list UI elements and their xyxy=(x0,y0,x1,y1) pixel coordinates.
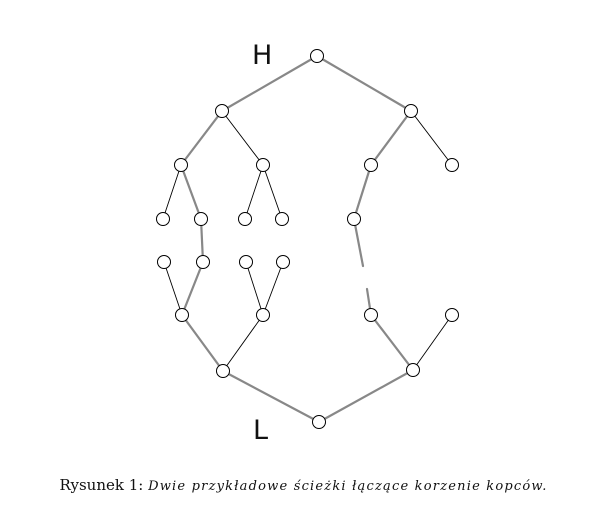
node-l-l1 xyxy=(216,364,230,378)
edge-h-l2b-l3d xyxy=(262,164,283,220)
edge-l-l2b-l3d xyxy=(262,261,284,316)
node-l-l2b xyxy=(256,308,270,322)
tree-edges xyxy=(162,54,453,424)
node-l-l3d xyxy=(276,255,290,269)
node-h-root xyxy=(310,49,324,63)
edge-l-l1-l2b xyxy=(222,314,264,372)
node-h-l1 xyxy=(215,104,229,118)
edge-h-l1-l2b xyxy=(221,110,264,166)
edge-l-r1-r2b xyxy=(412,314,453,371)
node-h-l3a xyxy=(156,212,170,226)
node-l-l2a xyxy=(175,308,189,322)
edge-h-root-left xyxy=(220,54,319,113)
edge-h-r1-r2a xyxy=(369,109,413,167)
node-l-r1 xyxy=(406,363,420,377)
label-h: H xyxy=(252,40,272,71)
edge-bridge-left xyxy=(199,217,205,264)
node-l-l3a xyxy=(157,255,171,269)
edge-l-l2a-l3a xyxy=(163,261,183,316)
node-h-r2a xyxy=(364,158,378,172)
node-l-root xyxy=(312,415,326,429)
node-h-l2b xyxy=(256,158,270,172)
figure-caption: Rysunek 1: Dwie przykładowe ścieżki łącz… xyxy=(0,476,607,494)
node-h-r3 xyxy=(347,212,361,226)
node-l-r2a xyxy=(364,308,378,322)
edge-h-root-right xyxy=(315,54,413,113)
node-h-l3b xyxy=(194,212,208,226)
node-h-l3c xyxy=(238,212,252,226)
node-l-l3c xyxy=(239,255,253,269)
edge-h-l2b-l3c xyxy=(244,164,264,220)
edge-l-root-right xyxy=(317,368,415,424)
caption-text: Dwie przykładowe ścieżki łączące korzeni… xyxy=(148,479,548,494)
node-h-l2a xyxy=(174,158,188,172)
edge-h-r2a-r3 xyxy=(352,163,373,221)
label-l: L xyxy=(253,415,268,446)
edge-l-root-left xyxy=(221,369,321,424)
edge-l-l1-l2a xyxy=(180,313,225,373)
edge-h-r1-r2b xyxy=(410,110,453,166)
node-h-r1 xyxy=(404,104,418,118)
edge-l-l2b-l3c xyxy=(245,261,264,316)
caption-prefix: Rysunek 1: xyxy=(59,476,144,494)
node-h-r2b xyxy=(445,158,459,172)
edge-h-l2a-l3b xyxy=(179,163,203,221)
edge-l-l2a-l3b xyxy=(180,260,205,317)
heap-paths-diagram: H L xyxy=(156,40,459,446)
node-h-l3d xyxy=(275,212,289,226)
node-l-r2b xyxy=(445,308,459,322)
edge-h-r3-dangling xyxy=(352,217,365,268)
tree-nodes xyxy=(156,49,459,429)
edge-h-l2a-l3a xyxy=(162,164,182,220)
node-l-l3b xyxy=(196,255,210,269)
edge-h-l1-l2a xyxy=(179,109,224,167)
edge-l-r1-r2a xyxy=(369,313,415,372)
